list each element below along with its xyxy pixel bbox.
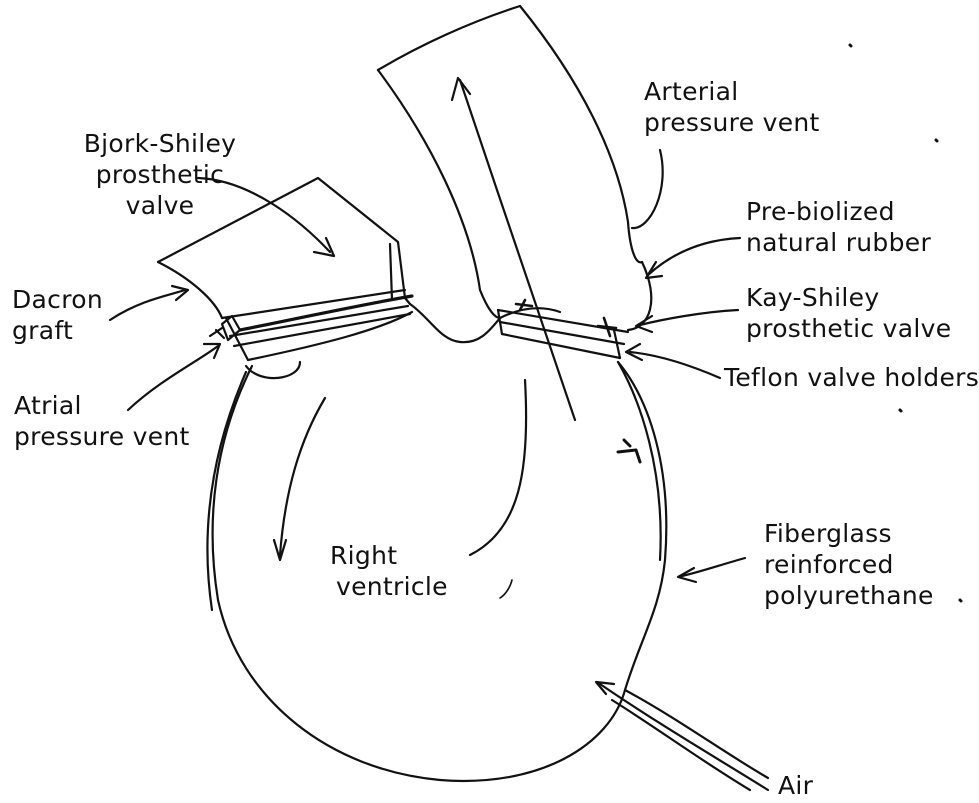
label-bjork-shiley: Bjork-Shiley prosthetic valve <box>70 128 250 221</box>
label-arterial-vent: Arterial pressure vent <box>644 76 820 138</box>
label-line: polyurethane <box>764 580 934 611</box>
outflow-conduit <box>378 6 663 330</box>
label-fiberglass: Fiberglass reinforced polyurethane <box>764 518 934 611</box>
label-line: Right <box>330 540 448 571</box>
label-dacron-graft: Dacron graft <box>12 284 103 346</box>
label-atrial-vent: Atrial pressure vent <box>14 390 190 452</box>
label-right-ventricle: Right ventricle <box>330 540 448 602</box>
label-line: Arterial <box>644 76 820 107</box>
label-line: valve <box>70 190 250 221</box>
label-kay-shiley: Kay-Shiley prosthetic valve <box>746 282 951 344</box>
annotation-arrows <box>110 178 768 790</box>
label-air: Air <box>778 770 813 801</box>
label-line: Teflon valve holders <box>724 362 979 393</box>
label-line: Fiberglass <box>764 518 934 549</box>
label-pre-biolized: Pre-biolized natural rubber <box>746 196 931 258</box>
label-teflon: Teflon valve holders <box>724 362 979 393</box>
kay-shiley-band <box>498 300 628 358</box>
label-line: Kay-Shiley <box>746 282 951 313</box>
label-line: prosthetic <box>70 159 250 190</box>
label-line: natural rubber <box>746 227 931 258</box>
flow-arrows <box>274 78 575 598</box>
label-line: graft <box>12 315 103 346</box>
label-line: ventricle <box>330 571 448 602</box>
label-line: Atrial <box>14 390 190 421</box>
label-line: reinforced <box>764 549 934 580</box>
label-line: pressure vent <box>644 107 820 138</box>
label-line: Pre-biolized <box>746 196 931 227</box>
septal-dip <box>410 304 500 342</box>
label-line: Air <box>778 770 813 801</box>
label-line: Dacron <box>12 284 103 315</box>
label-line: Bjork-Shiley <box>70 128 250 159</box>
label-line: prosthetic valve <box>746 313 951 344</box>
label-line: pressure vent <box>14 421 190 452</box>
